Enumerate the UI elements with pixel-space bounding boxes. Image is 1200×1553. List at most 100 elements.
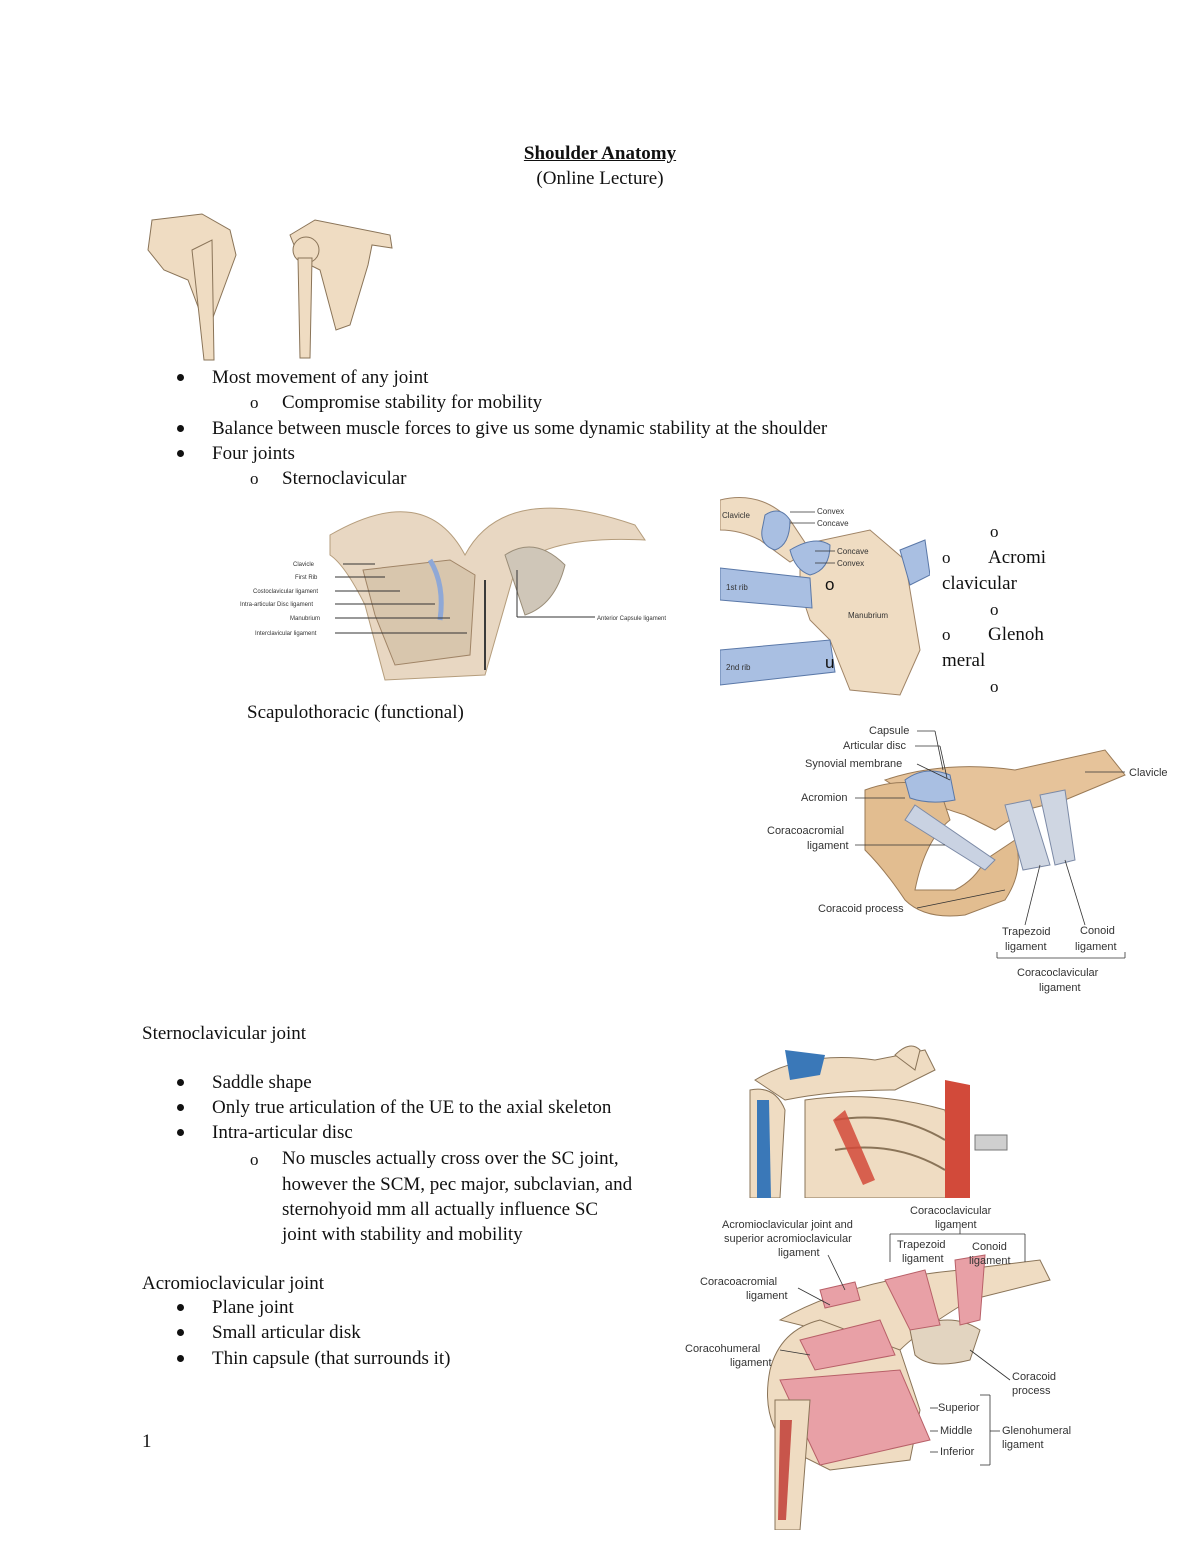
- label-manubrium: Manubrium: [290, 616, 320, 622]
- sub-marker: o: [990, 522, 999, 541]
- label-conoid-ligament: ligament: [1075, 941, 1117, 953]
- bullet-dot: [177, 1079, 184, 1086]
- bullet-dot: [177, 450, 184, 457]
- label-clavicle: Clavicle: [722, 511, 751, 520]
- bullet-thin-capsule: Thin capsule (that surrounds it): [212, 1348, 451, 1369]
- label-coracoacromial: Coracoacromial: [767, 825, 844, 837]
- scapula-anterior-illustration: [147, 213, 237, 361]
- sub-bullet-no-muscles-3: sternohyoid mm all actually influence SC: [282, 1199, 599, 1220]
- sc-joint-figure: Clavicle First Rib Costoclavicular ligam…: [240, 507, 666, 681]
- bullet-dot: [177, 1355, 184, 1362]
- sub-bullet-no-muscles-2: however the SCM, pec major, subclavian, …: [282, 1174, 633, 1195]
- label-superior: Superior: [938, 1402, 980, 1414]
- bullet-plane-joint: Plane joint: [212, 1297, 294, 1318]
- bullet-dot: [177, 1104, 184, 1111]
- label-second-rib: 2nd rib: [726, 663, 751, 672]
- label-middle: Middle: [940, 1425, 972, 1437]
- bullet-dot: [177, 425, 184, 432]
- bullet-intra-articular-disc: Intra-articular disc: [212, 1122, 353, 1143]
- label-anterior-capsule: Anterior Capsule ligament: [597, 616, 666, 622]
- label-costoclavicular: Costoclavicular ligament: [253, 589, 318, 595]
- bullet-dot: [177, 1329, 184, 1336]
- ac-joint-heading: Acromioclavicular joint: [142, 1273, 325, 1294]
- label-coracoid: Coracoid: [1012, 1371, 1056, 1383]
- sub-marker: o: [990, 677, 999, 696]
- acromi-text: Acromi: [988, 547, 1047, 568]
- bullet-true-articulation: Only true articulation of the UE to the …: [212, 1097, 612, 1118]
- page-subtitle: (Online Lecture): [536, 168, 664, 189]
- label-conoid: Conoid: [972, 1241, 1007, 1253]
- sub-bullet-compromise: Compromise stability for mobility: [282, 392, 543, 413]
- scapula-posterior-illustration: [289, 219, 393, 359]
- label-inferior: Inferior: [940, 1446, 975, 1458]
- ac-joint-figure: Capsule Articular disc Synovial membrane…: [767, 725, 1168, 994]
- label-articular-disc: Articular disc: [843, 740, 906, 752]
- label-coracohumeral-ligament: ligament: [730, 1357, 772, 1369]
- label-concave: Concave: [817, 519, 849, 528]
- label-concave-2: Concave: [837, 547, 869, 556]
- clavicular-text: clavicular: [942, 573, 1017, 594]
- label-acj-2: superior acromioclavicular: [724, 1233, 852, 1245]
- label-acromion: Acromion: [801, 792, 847, 804]
- bullet-small-articular-disk: Small articular disk: [212, 1322, 361, 1343]
- label-glenohumeral: Glenohumeral: [1002, 1425, 1071, 1437]
- thorax-muscle-figure: [745, 1040, 1010, 1198]
- label-clavicle: Clavicle: [1129, 767, 1168, 779]
- label-first-rib: First Rib: [295, 575, 318, 581]
- sub-bullet-marker: o: [250, 393, 259, 412]
- label-coracoclavicular: Coracoclavicular: [910, 1205, 992, 1217]
- label-coracohumeral: Coracohumeral: [685, 1343, 760, 1355]
- label-glenohumeral-ligament: ligament: [1002, 1439, 1044, 1451]
- label-intra-articular: Intra-articular Disc ligament: [240, 602, 313, 608]
- label-convex-2: Convex: [837, 559, 864, 568]
- label-manubrium: Manubrium: [848, 611, 888, 620]
- label-coracoid-process: process: [1012, 1385, 1051, 1397]
- sc-saddle-figure: Clavicle Convex Concave Concave Convex 1…: [720, 497, 930, 696]
- gh-ligament-figure: Acromioclavicular joint and superior acr…: [685, 1205, 1071, 1530]
- label-coracoacromial: Coracoacromial: [700, 1276, 777, 1288]
- label-coracoclavicular-ligament: ligament: [1039, 982, 1081, 994]
- bullet-saddle-shape: Saddle shape: [212, 1072, 312, 1093]
- label-first-rib: 1st rib: [726, 583, 748, 592]
- sc-joint-heading: Sternoclavicular joint: [142, 1023, 307, 1044]
- label-capsule: Capsule: [869, 725, 909, 737]
- sub-marker: o: [942, 548, 951, 567]
- bullet-four-joints: Four joints: [212, 443, 295, 464]
- label-trapezoid-ligament: ligament: [1005, 941, 1047, 953]
- sub-bullet-marker: o: [250, 1150, 259, 1169]
- label-conoid: Conoid: [1080, 925, 1115, 937]
- meral-text: meral: [942, 650, 986, 671]
- scapula-figure: [147, 213, 393, 361]
- label-coracoid-process: Coracoid process: [818, 903, 904, 915]
- label-interclavicular: Interclavicular ligament: [255, 631, 317, 637]
- bullet-most-movement: Most movement of any joint: [212, 367, 429, 388]
- label-coracoacromial-ligament: ligament: [746, 1290, 788, 1302]
- label-acj-1: Acromioclavicular joint and: [722, 1219, 853, 1231]
- label-coracoclavicular-ligament: ligament: [935, 1219, 977, 1231]
- label-conoid-ligament: ligament: [969, 1255, 1011, 1267]
- scapulothoracic-text: Scapulothoracic (functional): [247, 702, 464, 723]
- bullet-balance: Balance between muscle forces to give us…: [212, 418, 828, 439]
- sub-bullet-no-muscles-1: No muscles actually cross over the SC jo…: [282, 1148, 619, 1169]
- label-acj-3: ligament: [778, 1247, 820, 1259]
- label-convex: Convex: [817, 507, 844, 516]
- label-synovial-membrane: Synovial membrane: [805, 758, 902, 770]
- bullet-dot: [177, 374, 184, 381]
- page-number: 1: [142, 1431, 152, 1452]
- bullet-dot: [177, 1129, 184, 1136]
- label-coracoacromial-ligament: ligament: [807, 840, 849, 852]
- label-coracoclavicular: Coracoclavicular: [1017, 967, 1099, 979]
- u-mark: u: [825, 653, 834, 672]
- label-trapezoid: Trapezoid: [1002, 926, 1051, 938]
- sub-marker: o: [942, 625, 951, 644]
- glenoh-text: Glenoh: [988, 624, 1044, 645]
- sub-bullet-no-muscles-4: joint with stability and mobility: [282, 1224, 523, 1245]
- sub-marker: o: [990, 600, 999, 619]
- label-trapezoid: Trapezoid: [897, 1239, 946, 1251]
- page-title: Shoulder Anatomy: [523, 143, 677, 164]
- sub-bullet-sternoclavicular: Sternoclavicular: [282, 468, 407, 489]
- bullet-dot: [177, 1304, 184, 1311]
- label-trapezoid-ligament: ligament: [902, 1253, 944, 1265]
- o-mark: o: [825, 575, 834, 594]
- label-clavicle: Clavicle: [293, 562, 315, 568]
